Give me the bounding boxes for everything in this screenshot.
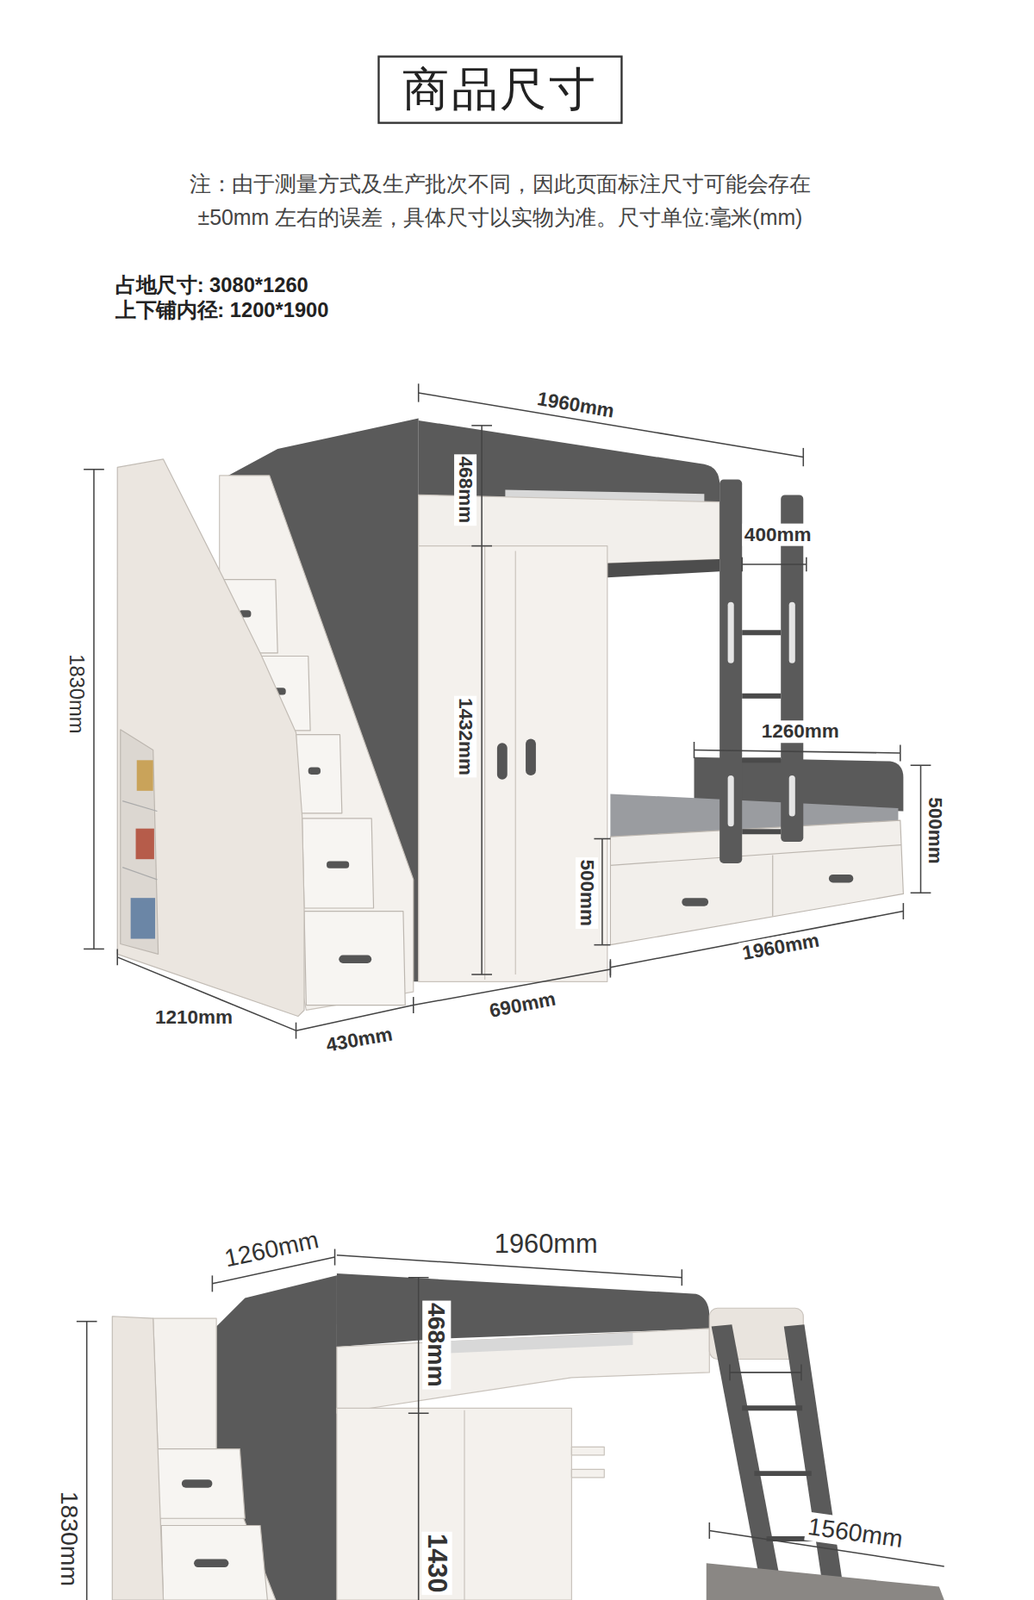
bookshelf: [120, 729, 159, 955]
stair-side-panel: [112, 1316, 163, 1600]
upper-guard: [336, 1328, 710, 1414]
handle: [828, 874, 854, 883]
dimension-label: 500mm: [575, 857, 598, 929]
spec-text: 占地尺寸: 3080*1260: [115, 273, 309, 297]
lower-headboard: [706, 1563, 945, 1600]
stair-side-panel: [117, 459, 305, 1017]
books: [137, 759, 154, 792]
figure-one: [83, 383, 931, 1039]
handle: [497, 742, 508, 780]
dimension-lines: [83, 383, 931, 1039]
stair-drawer: [161, 1526, 268, 1600]
dimension-label: 468mm: [454, 454, 477, 525]
lower-bed-box: [610, 820, 904, 945]
ladder-rail: [780, 494, 804, 842]
ladder-rail: [711, 1324, 785, 1600]
stair-front: [153, 1318, 276, 1600]
books: [136, 828, 155, 860]
dimension-label: 1432mm: [454, 696, 477, 779]
handle: [326, 861, 349, 869]
wardrobe: [418, 546, 608, 983]
shelf: [122, 801, 157, 812]
figure-two: [76, 1249, 945, 1600]
ladder-rail: [719, 479, 742, 864]
dimension-label: 1210mm: [153, 1006, 236, 1029]
mattress-strip: [448, 1332, 633, 1354]
stair-drawer: [302, 818, 374, 909]
stair-drawer: [304, 911, 405, 1006]
handle: [525, 738, 536, 776]
note-text: 注：由于测量方式及生产批次不同，因此页面标注尺寸可能会存在±50mm 左右的误差…: [159, 168, 841, 235]
door-line: [484, 546, 486, 980]
door-line: [515, 551, 517, 975]
desk-shelf: [571, 1446, 605, 1455]
ladder-slot: [789, 775, 796, 816]
books: [130, 897, 156, 939]
desk-shelf: [571, 1469, 605, 1477]
handle: [338, 955, 372, 964]
ladder-slot: [728, 775, 735, 827]
dimension-label: 1430: [421, 1532, 452, 1595]
handle: [681, 897, 709, 906]
drawer-line: [610, 845, 902, 866]
dimension-lines: [76, 1249, 945, 1600]
ladder-slot: [789, 602, 796, 664]
handle: [308, 767, 321, 775]
wardrobe: [336, 1407, 572, 1600]
title-box: 商品尺寸: [377, 55, 623, 125]
shelf: [122, 867, 157, 880]
dimension-label: 1960mm: [533, 387, 618, 424]
stair-drawer: [155, 1449, 245, 1520]
dimension-label: 1260mm: [219, 1225, 324, 1274]
handle: [181, 1479, 213, 1488]
dimension-label: 468mm: [423, 1301, 452, 1390]
dimension-label: 690mm: [485, 987, 561, 1023]
ladder-rail: [784, 1324, 846, 1600]
stair-drawer: [296, 735, 343, 814]
spec-text: 上下铺内径: 1200*1900: [115, 298, 330, 323]
dimension-label: 430mm: [322, 1022, 397, 1058]
handle: [193, 1559, 229, 1568]
upper-shadow: [607, 559, 720, 578]
dimension-label: 1260mm: [759, 720, 841, 743]
dimension-label: 1830mm: [55, 1488, 84, 1589]
door-line: [463, 1410, 465, 1600]
dimension-label: 500mm: [923, 795, 947, 866]
dimension-label: 1830mm: [64, 652, 88, 736]
dimension-label: 400mm: [742, 523, 814, 547]
ladder-slot: [728, 602, 735, 664]
dimension-label: 1960mm: [492, 1229, 600, 1260]
drawer-line: [772, 854, 773, 916]
